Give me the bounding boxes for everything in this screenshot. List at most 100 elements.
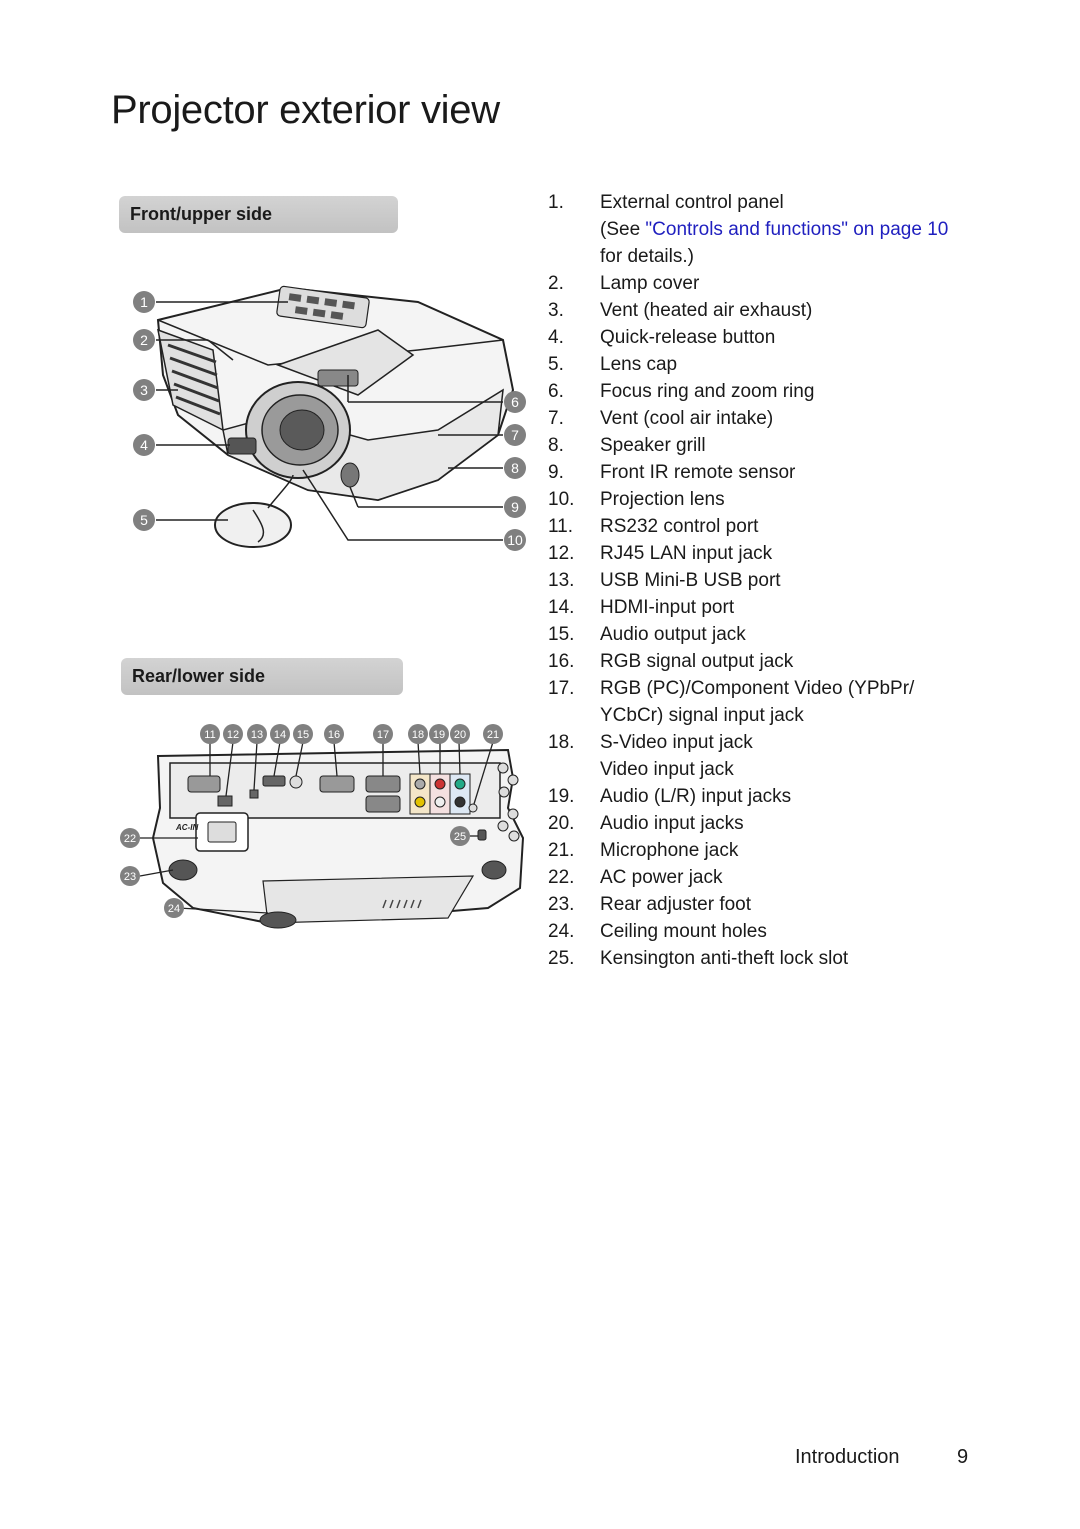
item-label: Audio input jacks <box>600 813 744 834</box>
svg-text:20: 20 <box>454 729 466 741</box>
item-number: 5. <box>548 354 564 375</box>
item-number: 10. <box>548 489 575 510</box>
item-label: External control panel <box>600 192 784 213</box>
control-panel <box>276 285 370 329</box>
rear-callouts: 11 12 13 14 15 16 17 18 19 20 21 22 23 2… <box>120 724 503 918</box>
svg-text:17: 17 <box>377 729 389 741</box>
callout-22 <box>120 828 140 848</box>
callout-17 <box>373 724 393 744</box>
callout-15 <box>293 724 313 744</box>
svg-text:15: 15 <box>297 729 309 741</box>
callout-1 <box>133 291 155 313</box>
item-number: 25. <box>548 948 575 969</box>
item-number: 16. <box>548 651 575 672</box>
item-number: 2. <box>548 273 564 294</box>
list-item: 25.Kensington anti-theft lock slot <box>548 945 1048 972</box>
list-item: 12. RJ45 LAN input jack <box>548 540 1048 567</box>
list-item: 1. External control panel (See "Controls… <box>548 189 1048 270</box>
item-label: Quick-release button <box>600 327 776 348</box>
svg-text:11: 11 <box>204 729 215 741</box>
list-item: 10.Projection lens <box>548 486 1048 513</box>
item-label: Audio (L/R) input jacks <box>600 786 792 807</box>
list-item: 19. Audio (L/R) input jacks <box>548 783 1048 810</box>
item-number: 12. <box>548 543 575 564</box>
list-item: 16. RGB signal output jack <box>548 648 1048 675</box>
item-note: (See "Controls and functions" on page 10 <box>600 219 949 240</box>
item-number: 13. <box>548 570 575 591</box>
item-label: AC power jack <box>600 867 723 888</box>
item-label: Lens cap <box>600 354 678 375</box>
item-number: 18. <box>548 732 575 753</box>
callout-20 <box>450 724 470 744</box>
list-item: 5. Lens cap <box>548 351 1048 378</box>
svg-text:8: 8 <box>511 460 519 476</box>
item-label: Speaker grill <box>600 435 706 456</box>
page-number: 9 <box>957 1446 969 1468</box>
item-number: 17. <box>548 678 575 699</box>
callout-11 <box>200 724 220 744</box>
svg-text:6: 6 <box>511 394 519 410</box>
list-item: 24.Ceiling mount holes <box>548 918 1048 945</box>
item-number: 24. <box>548 921 575 942</box>
callout-4 <box>133 434 155 456</box>
svg-text:5: 5 <box>140 512 148 528</box>
item-number: 19. <box>548 786 575 807</box>
parts-list: 1. External control panel (See "Controls… <box>548 189 1048 972</box>
callout-16 <box>324 724 344 744</box>
callout-7 <box>504 424 526 446</box>
item-label: RGB signal output jack <box>600 651 794 672</box>
list-item: 14.HDMI-input port <box>548 594 1048 621</box>
section-header-rear: Rear/lower side <box>121 658 403 695</box>
callout-24 <box>164 898 184 918</box>
list-item: 4. Quick-release button <box>548 324 1048 351</box>
list-item: 13. USB Mini-B USB port <box>548 567 1048 594</box>
svg-text:12: 12 <box>227 729 239 741</box>
svg-text:AC-IN: AC-IN <box>175 823 198 832</box>
callout-2 <box>133 329 155 351</box>
svg-text:2: 2 <box>140 332 148 348</box>
callout-19 <box>429 724 449 744</box>
item-note-cont: for details.) <box>600 246 694 267</box>
item-label: Microphone jack <box>600 840 739 861</box>
svg-text:4: 4 <box>140 437 148 453</box>
item-number: 23. <box>548 894 575 915</box>
item-label: Vent (cool air intake) <box>600 408 774 429</box>
list-item: 20.Audio input jacks <box>548 810 1048 837</box>
svg-text:7: 7 <box>511 427 519 443</box>
item-label: USB Mini-B USB port <box>600 570 781 591</box>
list-item: 15.Audio output jack <box>548 621 1048 648</box>
item-label: RJ45 LAN input jack <box>600 543 773 564</box>
callout-13 <box>247 724 267 744</box>
page-title: Projector exterior view <box>111 88 500 132</box>
rear-ports <box>187 773 478 815</box>
item-number: 4. <box>548 327 564 348</box>
item-label: RS232 control port <box>600 516 759 537</box>
callout-12 <box>223 724 243 744</box>
list-item: 11.RS232 control port <box>548 513 1048 540</box>
footer-section-name: Introduction <box>795 1446 900 1468</box>
callout-8 <box>504 457 526 479</box>
svg-text:18: 18 <box>412 729 424 741</box>
callout-6 <box>504 391 526 413</box>
svg-text:10: 10 <box>507 532 523 548</box>
item-number: 7. <box>548 408 564 429</box>
callout-9 <box>504 496 526 518</box>
item-label-cont: Video input jack <box>600 759 734 780</box>
svg-text:13: 13 <box>251 729 263 741</box>
list-item: 22.AC power jack <box>548 864 1048 891</box>
callout-21 <box>483 724 503 744</box>
svg-text:23: 23 <box>124 871 136 883</box>
list-item: 2.Lamp cover <box>548 270 1048 297</box>
item-label: Vent (heated air exhaust) <box>600 300 813 321</box>
controls-and-functions-link[interactable]: "Controls and functions" on page 10 <box>645 219 949 240</box>
section-header-front: Front/upper side <box>119 196 398 233</box>
svg-text:19: 19 <box>433 729 445 741</box>
svg-text:1: 1 <box>140 294 148 310</box>
item-number: 8. <box>548 435 564 456</box>
svg-text:24: 24 <box>168 903 180 915</box>
item-label-cont: YCbCr) signal input jack <box>600 705 804 726</box>
list-item: 3.Vent (heated air exhaust) <box>548 297 1048 324</box>
svg-text:3: 3 <box>140 382 148 398</box>
item-number: 1. <box>548 192 564 213</box>
